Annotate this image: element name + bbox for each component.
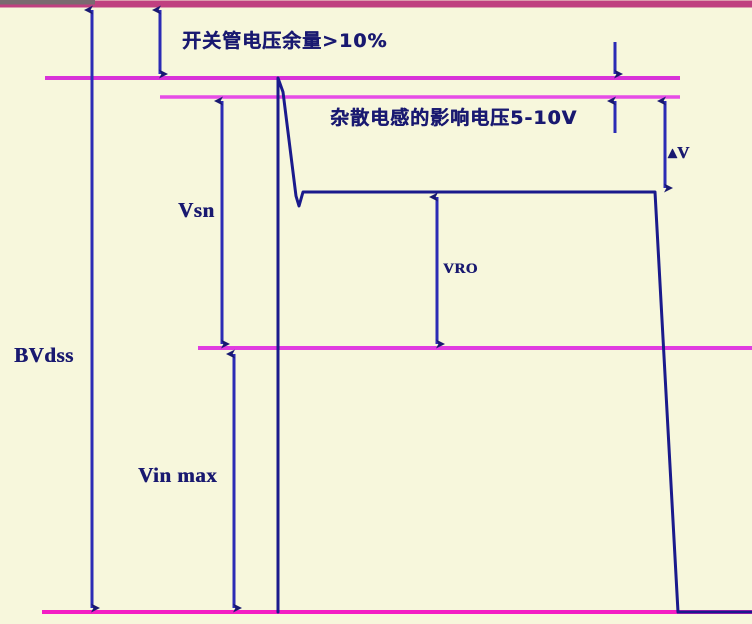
measurement-arrows <box>84 5 673 613</box>
label-delta-v: ▴V <box>668 143 690 162</box>
label-vro: VRO <box>443 261 478 277</box>
waveform-trace <box>276 76 752 614</box>
label-stray-inductance-voltage: 杂散电感的影响电压5-10V <box>330 107 578 129</box>
label-switch-voltage-margin: 开关管电压余量>10% <box>182 30 388 52</box>
label-vin-max: Vin max <box>138 463 218 487</box>
label-vsn: Vsn <box>178 198 215 222</box>
label-bvdss: BVdss <box>14 343 74 367</box>
drain-voltage-waveform <box>276 76 752 614</box>
